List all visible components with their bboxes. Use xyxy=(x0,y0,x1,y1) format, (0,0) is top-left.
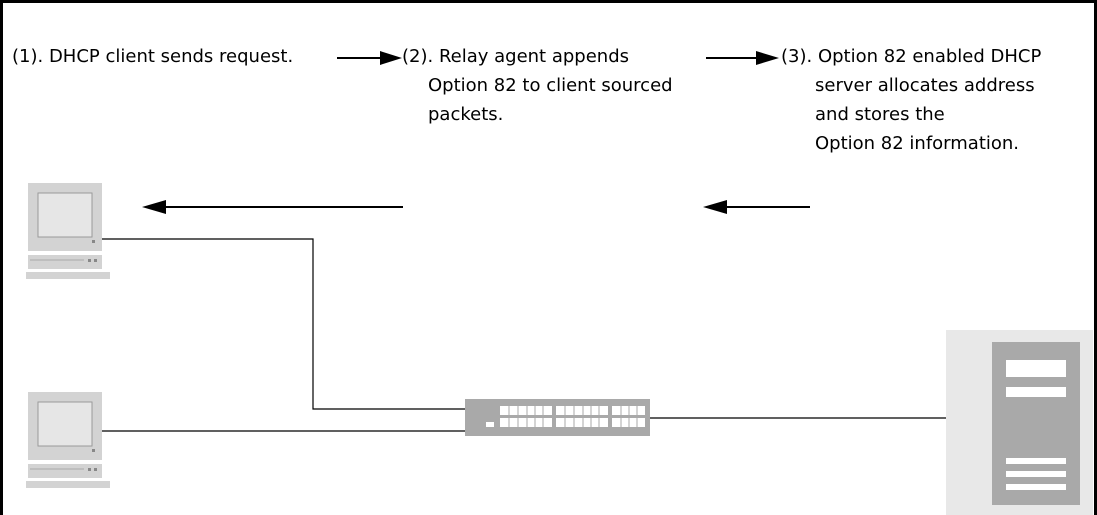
step3-line2: server allocates address xyxy=(815,75,1035,96)
step1-label: (1). DHCP client sends request. xyxy=(12,46,294,67)
step3-line4: Option 82 information. xyxy=(815,133,1020,154)
step3-line1: (3). Option 82 enabled DHCP xyxy=(781,46,1042,67)
arrow-step2-to-step3 xyxy=(706,51,779,65)
arrow-step4-to-client xyxy=(142,200,403,214)
connection-lines xyxy=(100,238,946,432)
arrow-step1-to-step2 xyxy=(337,51,402,65)
client-pc-icon xyxy=(26,183,110,279)
client-pc-icon xyxy=(26,392,110,488)
step2-line1: (2). Relay agent appends xyxy=(402,46,630,67)
step2-line2: Option 82 to client sourced xyxy=(428,75,673,96)
dhcp-server-icon xyxy=(946,330,1093,515)
arrow-offer-to-step4 xyxy=(703,200,810,214)
relay-switch-icon xyxy=(465,399,650,436)
step2-line3: packets. xyxy=(428,104,504,125)
step3-line3: and stores the xyxy=(815,104,945,125)
